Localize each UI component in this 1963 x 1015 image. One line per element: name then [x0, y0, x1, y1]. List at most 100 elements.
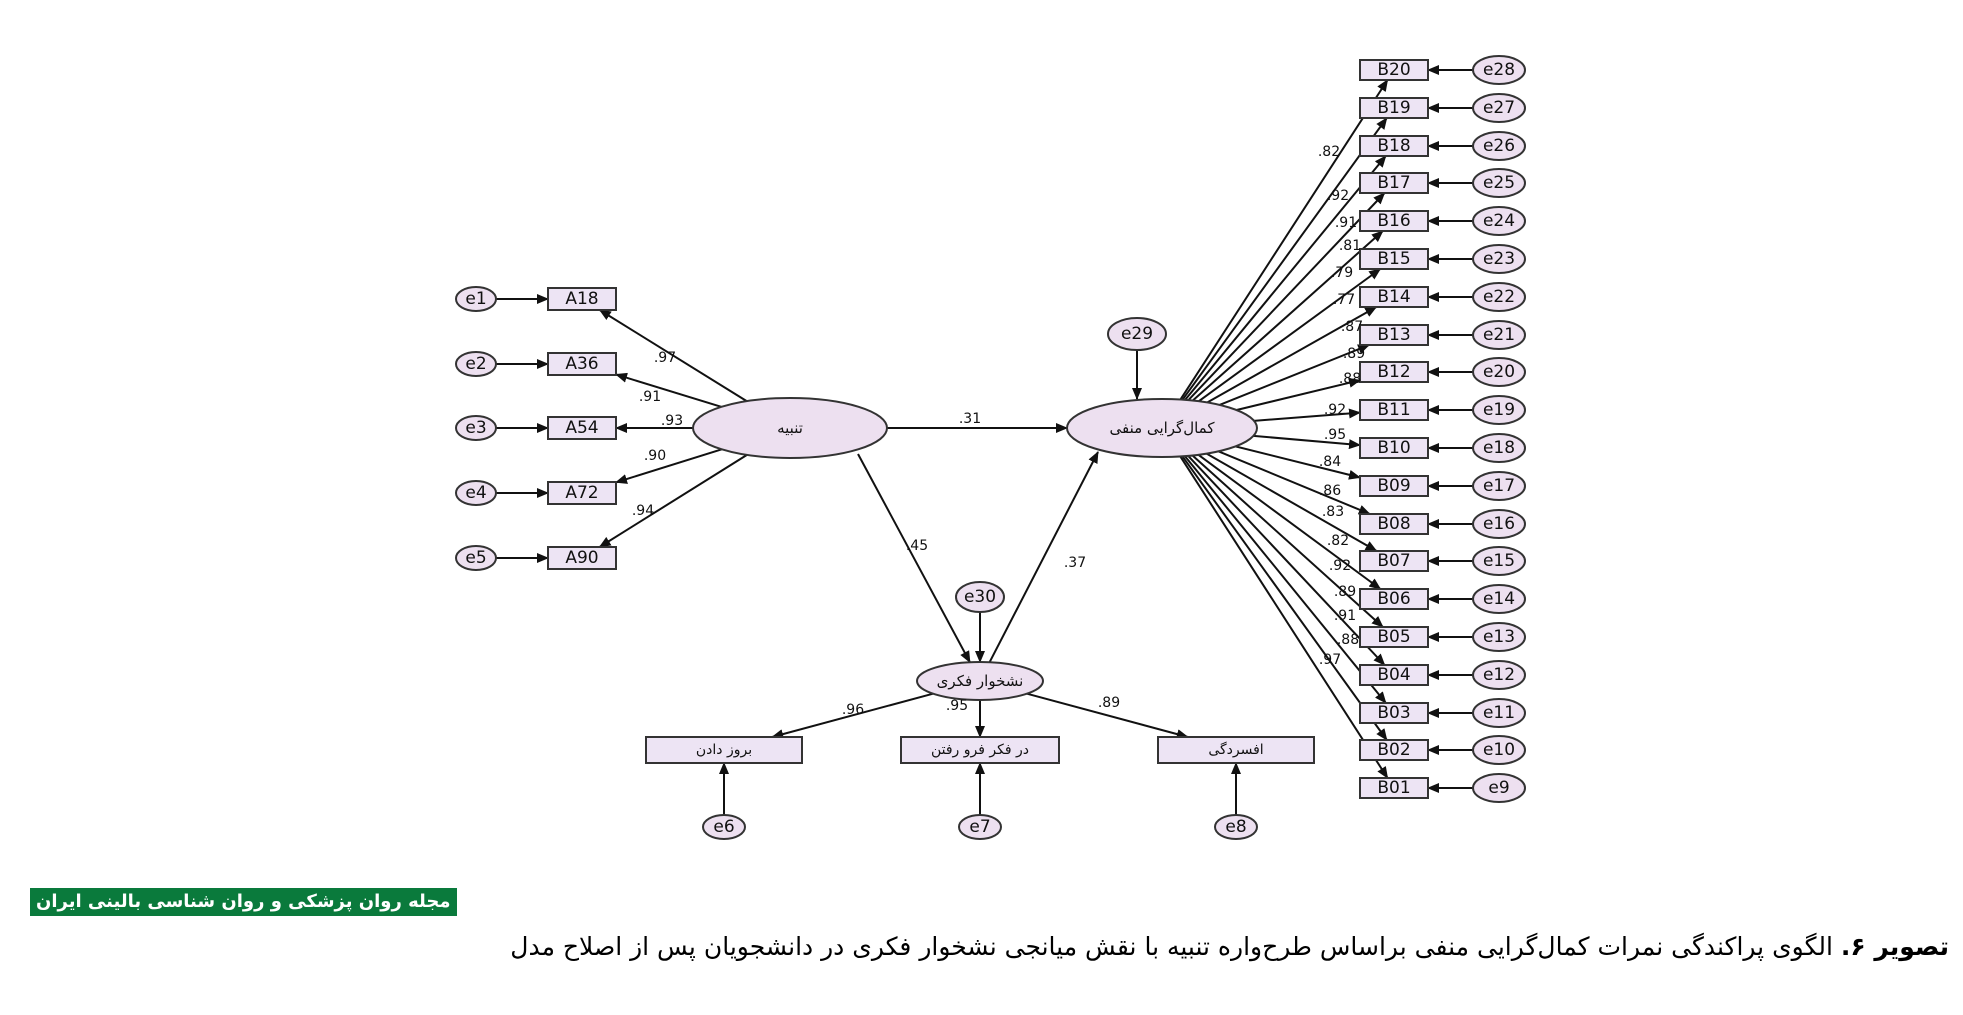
latent-rumination: [916, 661, 1044, 701]
indicator-label-b02: B02: [1377, 740, 1410, 760]
error-label-e7: e7: [969, 817, 990, 837]
loading-value-facet-1: .96: [842, 702, 864, 718]
error-circle-e1: [455, 286, 497, 312]
loading-value-facet-3: .89: [1098, 695, 1120, 711]
figure-caption: تصویر ۶. الگوی پراکندگی نمرات کمال‌گرایی…: [510, 932, 1949, 961]
indicator-box-b14: [1359, 286, 1429, 308]
loading-value-b06: .82: [1327, 533, 1349, 549]
indicator-label-b06: B06: [1377, 589, 1410, 609]
error-label-e14: e14: [1483, 589, 1515, 609]
indicator-label-a18: A18: [565, 289, 598, 309]
error-circle-e3: [455, 415, 497, 441]
indicator-box-a18: [547, 287, 617, 311]
indicator-box-b16: [1359, 210, 1429, 232]
indicator-label-b05: B05: [1377, 627, 1410, 647]
loading-value-b13: .89: [1343, 346, 1365, 362]
error-label-e24: e24: [1483, 211, 1515, 231]
indicator-box-a54: [547, 416, 617, 440]
indicator-box-b02: [1359, 739, 1429, 761]
loading-value-b18: .91: [1335, 215, 1357, 231]
loading-arrow-facet-3: [1026, 692, 1189, 739]
loading-arrow-b14: [1186, 306, 1378, 415]
error-label-e4: e4: [465, 483, 486, 503]
indicator-box-b05: [1359, 626, 1429, 648]
error-label-e22: e22: [1483, 287, 1515, 307]
loading-value-b19: .92: [1327, 188, 1349, 204]
loading-value-b12: .88: [1339, 371, 1361, 387]
indicator-label-a36: A36: [565, 354, 598, 374]
error-label-e12: e12: [1483, 665, 1515, 685]
error-label-e21: e21: [1483, 325, 1515, 345]
error-circle-e22: [1472, 282, 1526, 312]
loading-value-a90: .94: [632, 503, 654, 519]
loading-arrow-b20: [1171, 79, 1389, 413]
indicator-box-b15: [1359, 248, 1429, 270]
loading-value-b09: .84: [1319, 454, 1341, 470]
error-label-e26: e26: [1483, 136, 1515, 156]
error-circle-e10: [1472, 735, 1526, 765]
loading-arrow-b18: [1173, 155, 1387, 414]
facet-box-2: [900, 736, 1060, 764]
loading-value-b01: .97: [1319, 652, 1341, 668]
indicator-label-b08: B08: [1377, 514, 1410, 534]
loading-arrow-b05: [1178, 442, 1384, 628]
loading-value-a18: .97: [654, 350, 676, 366]
latent-punishment: [692, 397, 888, 459]
indicator-label-a54: A54: [565, 418, 598, 438]
loading-arrow-b01: [1171, 443, 1389, 779]
error-circle-e17: [1472, 471, 1526, 501]
caption-text: الگوی پراکندگی نمرات کمال‌گرایی منفی برا…: [510, 932, 1841, 961]
error-label-e17: e17: [1483, 476, 1515, 496]
disturbance-circle-e29: [1107, 317, 1167, 351]
error-label-e9: e9: [1488, 778, 1509, 798]
latent-label-punishment: تنبیه: [777, 419, 803, 437]
loading-value-b11: .92: [1324, 402, 1346, 418]
loading-value-b08: .86: [1319, 483, 1341, 499]
indicator-label-b07: B07: [1377, 551, 1410, 571]
loading-arrow-a90: [598, 454, 748, 548]
indicator-box-b08: [1359, 513, 1429, 535]
indicator-label-b20: B20: [1377, 60, 1410, 80]
indicator-label-b03: B03: [1377, 703, 1410, 723]
loading-value-b15: .77: [1333, 292, 1355, 308]
indicator-label-b09: B09: [1377, 476, 1410, 496]
indicator-box-b06: [1359, 588, 1429, 610]
indicator-label-b16: B16: [1377, 211, 1410, 231]
error-circle-e20: [1472, 357, 1526, 387]
loading-arrow-b04: [1175, 442, 1386, 666]
loading-value-a72: .90: [644, 448, 666, 464]
error-circle-e12: [1472, 660, 1526, 690]
error-label-e11: e11: [1483, 703, 1515, 723]
indicator-label-b10: B10: [1377, 438, 1410, 458]
indicator-box-b10: [1359, 437, 1429, 459]
loading-arrow-b17: [1175, 192, 1386, 414]
error-label-e25: e25: [1483, 173, 1515, 193]
loading-arrow-b19: [1172, 117, 1388, 414]
error-circle-e2: [455, 351, 497, 377]
error-label-e23: e23: [1483, 249, 1515, 269]
indicator-box-b13: [1359, 324, 1429, 346]
loading-arrow-a72: [615, 448, 723, 484]
error-label-e13: e13: [1483, 627, 1515, 647]
facet-label-3: افسردگی: [1208, 741, 1263, 758]
error-label-e3: e3: [465, 418, 486, 438]
facet-label-1: بروز دادن: [696, 742, 752, 758]
indicator-label-a90: A90: [565, 548, 598, 568]
error-circle-e21: [1472, 320, 1526, 350]
loading-arrow-b13: [1193, 344, 1370, 417]
error-circle-e16: [1472, 509, 1526, 539]
loading-arrow-facet-1: [771, 692, 934, 739]
disturbance-circle-e30: [955, 581, 1005, 613]
error-label-e18: e18: [1483, 438, 1515, 458]
path-punishment-rumination: [857, 453, 971, 664]
indicator-box-b03: [1359, 702, 1429, 724]
loading-value-b07: .83: [1322, 504, 1344, 520]
indicator-label-a72: A72: [565, 483, 598, 503]
indicator-box-b18: [1359, 135, 1429, 157]
indicator-label-b13: B13: [1377, 325, 1410, 345]
loading-arrow-a36: [615, 372, 722, 408]
error-label-e6: e6: [713, 817, 734, 837]
indicator-box-b04: [1359, 664, 1429, 686]
path-value-punishment-perfectionism: .31: [959, 411, 981, 427]
